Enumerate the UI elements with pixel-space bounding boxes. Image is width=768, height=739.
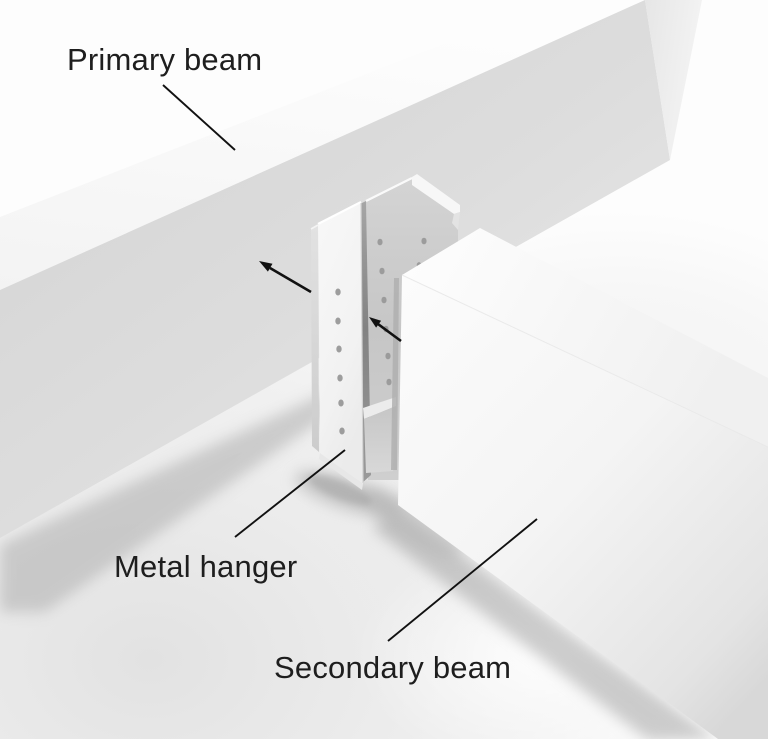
arrow-into-hanger-slot-icon	[369, 317, 402, 343]
hanger-outer-right-edge	[360, 202, 364, 484]
hanger-outer-top-edge	[317, 201, 362, 225]
assembly-arrows	[259, 261, 402, 343]
secondary-beam-shadow	[372, 508, 718, 739]
leader-primary-beam	[162, 84, 236, 151]
hanger-inner-top-edge	[365, 177, 413, 202]
primary-beam-end-face	[645, 0, 702, 160]
arrow-toward-primary-beam-icon	[259, 261, 312, 294]
outer-plate-contact-shadow	[308, 474, 372, 506]
hanger-flange-end	[452, 212, 460, 230]
secondary-beam-label: Secondary beam	[274, 650, 512, 685]
leader-metal-hanger	[234, 449, 346, 538]
metal-hanger-label: Metal hanger	[114, 549, 298, 584]
primary-beam-label: Primary beam	[67, 42, 263, 77]
hanger-outer-nail-holes	[335, 288, 345, 435]
leader-secondary-beam	[387, 518, 538, 642]
hanger-seat-inner	[364, 406, 396, 473]
secondary-beam-front-face	[398, 275, 768, 739]
secondary-beam-arris	[401, 274, 768, 448]
primary-beam-shadow	[0, 393, 342, 612]
hanger-inner-nail-holes	[377, 237, 427, 386]
hanger-beam-gap	[391, 278, 399, 470]
secondary-beam-top-face	[402, 228, 768, 447]
hanger-front-flange	[311, 225, 319, 452]
hanger-outer-face	[318, 203, 363, 484]
secondary-beam	[398, 228, 768, 739]
hanger-seat-top	[363, 397, 396, 419]
hanger-flange-top-edge	[310, 224, 319, 230]
leader-lines	[162, 84, 538, 642]
hanger-top-flange	[412, 174, 460, 214]
